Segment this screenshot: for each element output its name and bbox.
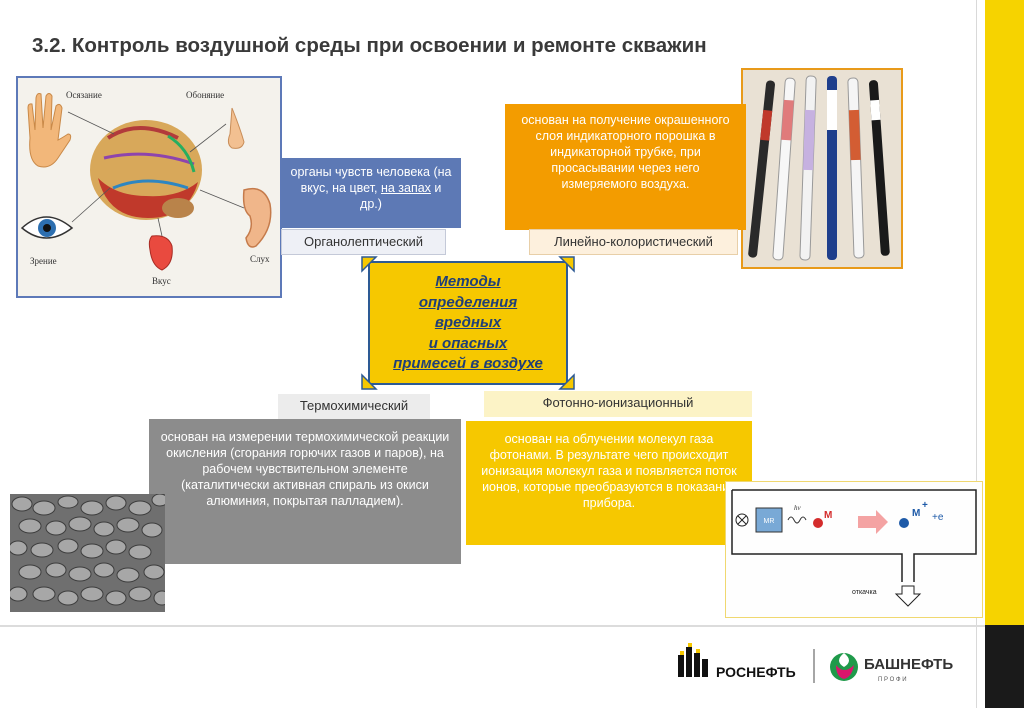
label-sight: Зрение [30,256,57,266]
accent-strip-yellow [985,0,1024,625]
pellets-picture [10,494,165,612]
tube-4 [827,76,837,260]
exhaust-arrow-icon [894,585,922,607]
rosneft-logo-text: РОСНЕФТЬ [716,664,796,680]
linear-colorimetric-description: основан на получение окрашенного слоя ин… [505,104,746,230]
organoleptic-label: Органолептический [281,229,446,255]
tube-1 [748,80,775,258]
indicator-tubes-photo [741,68,903,269]
center-line-2: определения [418,293,518,311]
bashneft-logo-icon [830,653,858,681]
methods-center-box: Методы определения вредных и опасных при… [368,261,568,385]
catalyst-pellets-photo [10,494,165,612]
footer-divider [0,625,985,627]
label-touch: Осязание [66,90,102,100]
right-divider-line [976,0,977,708]
footer-logos: РОСНЕФТЬ БАШНЕФТЬ П Р О Ф И [678,643,953,683]
exhaust-label: откачка [852,589,877,596]
ion-icon [899,518,909,528]
tube-3 [799,75,817,261]
nose-icon [227,107,245,149]
arrow-top-left-icon [361,256,378,273]
organoleptic-description: органы чувств человека (на вкус, на цвет… [281,158,461,228]
linear-colorimetric-label: Линейно-колористический [529,229,738,255]
thermochemical-description: основан на измерении термохимической реа… [149,419,461,564]
center-line-4: и опасных [428,334,508,352]
electron-label: +e [932,512,944,523]
accent-strip-dark [985,625,1024,708]
slide-title: 3.2. Контроль воздушной среды при освоен… [32,34,707,57]
brain-icon [90,120,202,220]
bashneft-logo-subtext: П Р О Ф И [878,677,907,683]
tube-2 [772,77,796,261]
center-line-1: Методы [435,273,501,290]
center-corner-arrows [361,256,575,390]
label-hearing: Слух [250,254,270,264]
arrow-top-right-icon [558,256,575,273]
tongue-icon [148,235,173,271]
hand-icon [27,93,72,168]
molecule-label: M [824,510,832,521]
diagram-picture: MR hv M M + +e откачка [731,489,977,607]
arrow-bottom-left-icon [361,373,378,390]
label-taste: Вкус [152,276,171,286]
photoionization-label: Фотонно-ионизационный [484,391,752,417]
ear-icon [242,187,272,248]
arrow-bottom-right-icon [558,373,575,390]
rosneft-logo-icon [678,643,708,677]
ion-label: M [912,508,920,519]
arrow-right-icon [858,510,888,534]
ion-plus: + [922,500,928,511]
center-line-5: примесей в воздухе [393,355,543,372]
tube-6 [869,80,890,256]
molecule-icon [813,518,823,528]
lamp-label: MR [764,518,775,525]
photoionization-diagram: MR hv M M + +e откачка [725,481,983,618]
tube-5 [847,77,865,259]
label-smell: Обоняние [186,90,224,100]
eye-icon [20,216,74,239]
senses-picture: Осязание Обоняние Зрение Вкус Слух [18,78,280,296]
thermochemical-label: Термохимический [278,394,430,420]
bashneft-logo-text: БАШНЕФТЬ [864,656,953,673]
hv-label: hv [794,504,802,512]
center-line-3: вредных [434,314,502,331]
lamp-icon [735,513,749,527]
photoionization-description: основан на облучении молекул газа фотона… [466,421,752,545]
organoleptic-link-smell[interactable]: на запах [380,181,431,195]
tubes-picture [743,70,901,267]
senses-illustration: Осязание Обоняние Зрение Вкус Слух [16,76,282,298]
